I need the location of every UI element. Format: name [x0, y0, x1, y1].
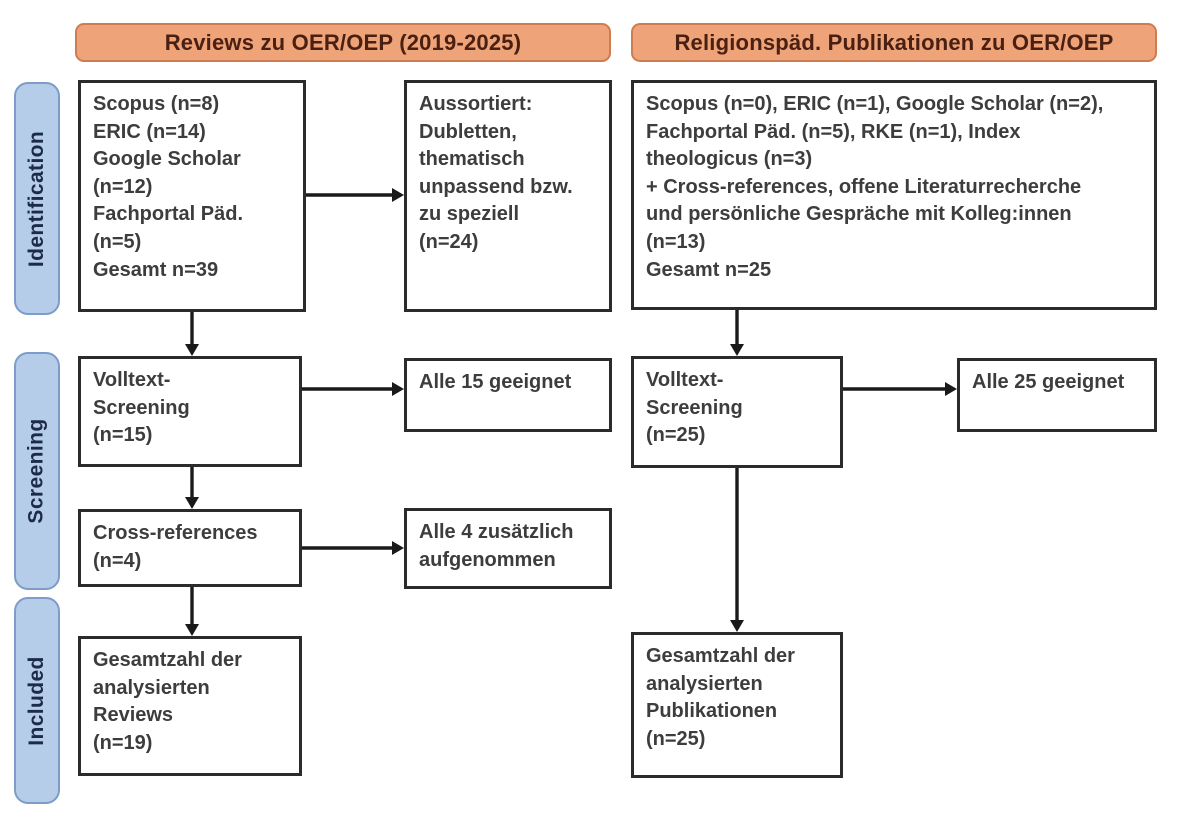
- column-header-reviews: Reviews zu OER/OEP (2019-2025): [75, 23, 611, 62]
- arrow-left-sources-to-excluded: [306, 188, 404, 202]
- box-left-excluded: Aussortiert: Dubletten, thematisch unpas…: [404, 80, 612, 312]
- box-left-fulltext-result: Alle 15 geeignet: [404, 358, 612, 432]
- box-left-crossref-result: Alle 4 zusätzlich aufgenommen: [404, 508, 612, 589]
- box-left-fulltext-screening: Volltext- Screening (n=15): [78, 356, 302, 467]
- box-right-fulltext-screening: Volltext- Screening (n=25): [631, 356, 843, 468]
- stage-label-screening-text: Screening: [25, 418, 49, 524]
- stage-label-included: Included: [14, 597, 60, 804]
- box-left-sources: Scopus (n=8) ERIC (n=14) Google Scholar …: [78, 80, 306, 312]
- arrow-left-fulltext-to-crossref: [185, 467, 199, 509]
- arrow-left-sources-to-fulltext: [185, 312, 199, 356]
- stage-label-included-text: Included: [25, 655, 49, 746]
- arrow-right-sources-to-fulltext: [730, 310, 744, 356]
- box-left-included-total: Gesamtzahl der analysierten Reviews (n=1…: [78, 636, 302, 776]
- box-right-included-total: Gesamtzahl der analysierten Publikatione…: [631, 632, 843, 778]
- column-header-religionspaed: Religionspäd. Publikationen zu OER/OEP: [631, 23, 1157, 62]
- box-left-crossreferences: Cross-references (n=4): [78, 509, 302, 587]
- arrow-left-fulltext-to-result: [302, 382, 404, 396]
- stage-label-identification: Identification: [14, 82, 60, 315]
- arrow-right-fulltext-to-result: [843, 382, 957, 396]
- arrow-left-crossref-to-included: [185, 587, 199, 636]
- stage-label-identification-text: Identification: [25, 130, 49, 267]
- box-right-fulltext-result: Alle 25 geeignet: [957, 358, 1157, 432]
- arrow-left-crossref-to-result: [302, 541, 404, 555]
- stage-label-screening: Screening: [14, 352, 60, 590]
- arrow-right-fulltext-to-included: [730, 468, 744, 632]
- box-right-sources: Scopus (n=0), ERIC (n=1), Google Scholar…: [631, 80, 1157, 310]
